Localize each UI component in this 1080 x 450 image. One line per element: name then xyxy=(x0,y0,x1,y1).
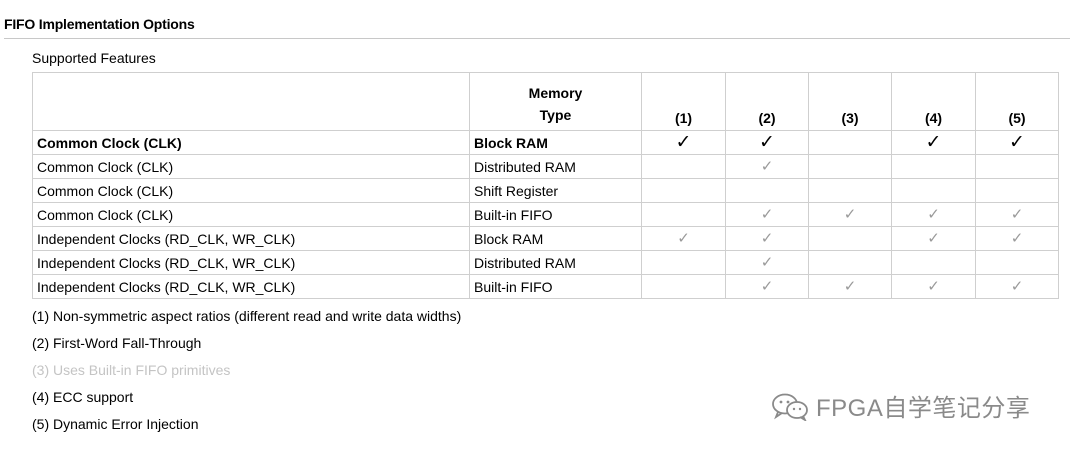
checkmark-icon: ✓ xyxy=(725,274,809,299)
clock-cell: Independent Clocks (RD_CLK, WR_CLK) xyxy=(32,274,470,299)
empty-feature-cell xyxy=(891,154,976,179)
checkmark-icon: ✓ xyxy=(891,226,976,251)
feature-column-header-3: (3) xyxy=(808,72,892,131)
clock-cell: Independent Clocks (RD_CLK, WR_CLK) xyxy=(32,250,470,275)
checkmark-icon: ✓ xyxy=(725,154,809,179)
checkmark-icon: ✓ xyxy=(725,250,809,275)
empty-feature-cell xyxy=(808,226,892,251)
memory-type-cell: Block RAM xyxy=(469,130,642,155)
clock-cell: Common Clock (CLK) xyxy=(32,178,470,203)
checkmark-icon: ✓ xyxy=(808,274,892,299)
empty-feature-cell xyxy=(975,154,1059,179)
empty-feature-cell xyxy=(641,274,726,299)
empty-feature-cell xyxy=(808,178,892,203)
section-title: FIFO Implementation Options xyxy=(4,16,195,32)
table-row: Common Clock (CLK)Distributed RAM ✓ xyxy=(32,154,1059,179)
checkmark-icon: ✓ xyxy=(975,226,1059,251)
checkmark-icon: ✓ xyxy=(891,274,976,299)
feature-column-header-1: (1) xyxy=(641,72,726,131)
wechat-icon xyxy=(772,393,808,421)
watermark-text: FPGA自学笔记分享 xyxy=(816,395,1031,422)
empty-feature-cell xyxy=(808,250,892,275)
checkmark-icon: ✓ xyxy=(641,130,726,155)
section-divider xyxy=(4,38,1070,39)
empty-feature-cell xyxy=(641,250,726,275)
group-label: Supported Features xyxy=(32,50,156,66)
watermark: FPGA自学笔记分享 xyxy=(770,388,1030,423)
table-row: Independent Clocks (RD_CLK, WR_CLK)Distr… xyxy=(32,250,1059,275)
clock-cell: Common Clock (CLK) xyxy=(32,202,470,227)
memory-type-cell: Block RAM xyxy=(469,226,642,251)
table-row: Common Clock (CLK)Built-in FIFO✓✓✓✓ xyxy=(32,202,1059,227)
footnote: (1) Non-symmetric aspect ratios (differe… xyxy=(32,308,462,324)
footnote: (2) First-Word Fall-Through xyxy=(32,335,202,351)
empty-feature-cell xyxy=(891,250,976,275)
memory-type-cell: Distributed RAM xyxy=(469,154,642,179)
feature-column-header-2: (2) xyxy=(725,72,809,131)
empty-feature-cell xyxy=(975,178,1059,203)
memory-type-header-line1: Memory xyxy=(528,85,583,101)
empty-feature-cell xyxy=(808,154,892,179)
memory-type-header-line2: Type xyxy=(539,107,572,123)
checkmark-icon: ✓ xyxy=(975,202,1059,227)
footnotes: (1) Non-symmetric aspect ratios (differe… xyxy=(32,306,461,441)
checkmark-icon: ✓ xyxy=(641,226,726,251)
memory-type-cell: Shift Register xyxy=(469,178,642,203)
memory-type-cell: Built-in FIFO xyxy=(469,202,642,227)
table-row: Common Clock (CLK)Block RAM✓✓✓✓ xyxy=(32,130,1059,155)
checkmark-icon: ✓ xyxy=(725,202,809,227)
checkmark-icon: ✓ xyxy=(725,130,809,155)
memory-type-header: Memory Type xyxy=(469,72,642,131)
feature-column-header-5: (5) xyxy=(975,72,1059,131)
table-row: Independent Clocks (RD_CLK, WR_CLK)Block… xyxy=(32,226,1059,251)
empty-feature-cell xyxy=(891,178,976,203)
table-row: Independent Clocks (RD_CLK, WR_CLK)Built… xyxy=(32,274,1059,299)
empty-feature-cell xyxy=(641,178,726,203)
clock-cell: Independent Clocks (RD_CLK, WR_CLK) xyxy=(32,226,470,251)
feature-column-header-4: (4) xyxy=(891,72,976,131)
empty-feature-cell xyxy=(641,202,726,227)
checkmark-icon: ✓ xyxy=(808,202,892,227)
footnote: (3) Uses Built-in FIFO primitives xyxy=(32,362,231,378)
checkmark-icon: ✓ xyxy=(975,130,1059,155)
checkmark-icon: ✓ xyxy=(725,226,809,251)
checkmark-icon: ✓ xyxy=(891,130,976,155)
memory-type-cell: Distributed RAM xyxy=(469,250,642,275)
clock-column-header xyxy=(32,72,470,131)
memory-type-cell: Built-in FIFO xyxy=(469,274,642,299)
features-table: Memory Type (1) (2) (3) (4) (5) Common C… xyxy=(32,72,1059,299)
empty-feature-cell xyxy=(725,178,809,203)
empty-feature-cell xyxy=(975,250,1059,275)
footnote: (5) Dynamic Error Injection xyxy=(32,416,199,432)
table-row: Common Clock (CLK)Shift Register xyxy=(32,178,1059,203)
checkmark-icon: ✓ xyxy=(891,202,976,227)
empty-feature-cell xyxy=(641,154,726,179)
checkmark-icon: ✓ xyxy=(975,274,1059,299)
table-header-row: Memory Type (1) (2) (3) (4) (5) xyxy=(32,72,1059,131)
clock-cell: Common Clock (CLK) xyxy=(32,130,470,155)
empty-feature-cell xyxy=(808,130,892,155)
clock-cell: Common Clock (CLK) xyxy=(32,154,470,179)
footnote: (4) ECC support xyxy=(32,389,134,405)
